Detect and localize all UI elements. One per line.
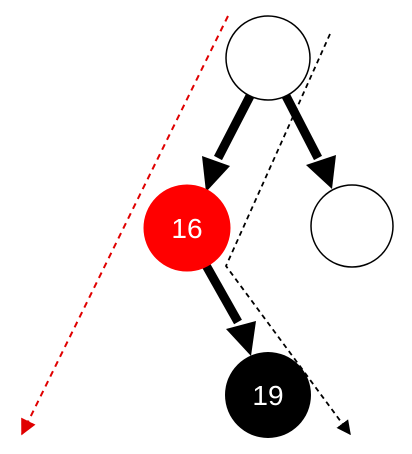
red-dashed-path — [21, 15, 229, 436]
edge-root-left — [202, 93, 254, 192]
edge-left-child — [199, 257, 256, 356]
node-19-label: 19 — [252, 380, 283, 411]
node-16-label: 16 — [171, 213, 202, 244]
edge-root-right — [282, 93, 336, 189]
right-node — [310, 184, 394, 268]
node-19: 19 — [225, 352, 311, 438]
node-16: 16 — [143, 184, 231, 272]
root-node — [225, 15, 311, 101]
